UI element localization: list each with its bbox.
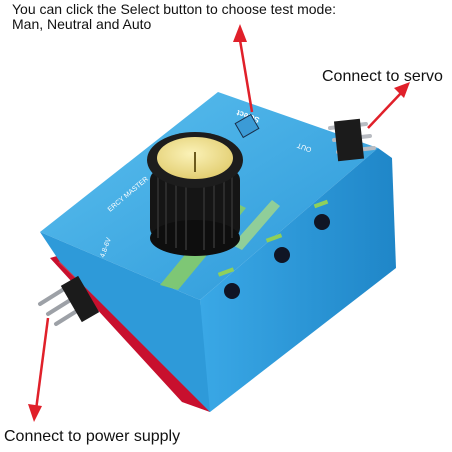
servo-caption: Connect to servo — [322, 68, 443, 85]
instruction-caption: You can click the Select button to choos… — [12, 2, 432, 32]
power-caption: Connect to power supply — [4, 428, 181, 445]
out-label: OUT — [296, 141, 313, 153]
instruction-line-2: Man, Neutral and Auto — [12, 16, 152, 32]
case-front — [200, 148, 396, 412]
arrow-to-power — [34, 317, 50, 411]
case-left — [40, 232, 210, 412]
arrow-to-servo — [367, 91, 403, 129]
instruction-line-1: You can click the Select button to choos… — [12, 1, 337, 17]
led-manual — [224, 283, 240, 299]
led-auto — [314, 214, 330, 230]
led-neutral — [274, 247, 290, 263]
select-button[interactable] — [234, 113, 260, 139]
arrow-to-select — [238, 39, 254, 113]
control-knob[interactable] — [147, 132, 243, 256]
